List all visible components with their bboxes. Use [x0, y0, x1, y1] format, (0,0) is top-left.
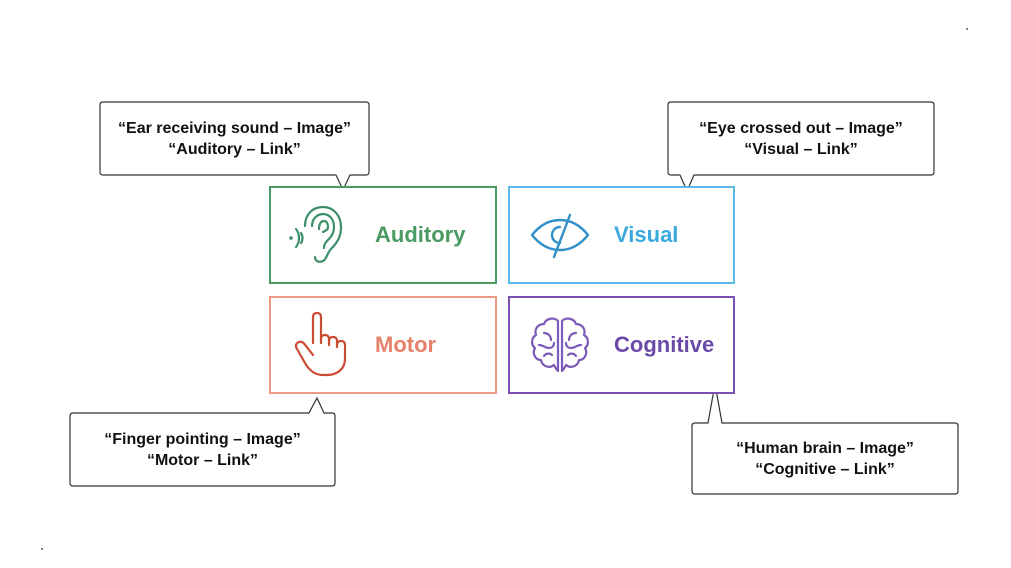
callout-visual-line1: “Eye crossed out – Image”	[699, 120, 903, 137]
eye-crossed-icon	[530, 213, 590, 259]
visual-link-label[interactable]: Visual	[614, 222, 679, 247]
stray-mark	[966, 28, 968, 30]
visual-link-card[interactable]: Visual	[508, 186, 735, 284]
ear-icon	[289, 205, 343, 263]
pointing-finger-icon	[294, 311, 347, 377]
callout-auditory-line2: “Auditory – Link”	[168, 141, 301, 158]
callout-motor: “Finger pointing – Image” “Motor – Link”	[70, 414, 335, 486]
motor-link-card[interactable]: Motor	[269, 296, 497, 394]
callout-auditory: “Ear receiving sound – Image” “Auditory …	[100, 103, 369, 175]
motor-link-label[interactable]: Motor	[375, 332, 437, 357]
callout-motor-line1: “Finger pointing – Image”	[104, 431, 301, 448]
auditory-link-card[interactable]: Auditory	[269, 186, 497, 284]
callout-cognitive-line1: “Human brain – Image”	[736, 440, 914, 457]
brain-icon	[531, 317, 589, 373]
stray-mark	[41, 548, 43, 550]
callout-cognitive: “Human brain – Image” “Cognitive – Link”	[692, 424, 958, 494]
cognitive-link-label[interactable]: Cognitive	[614, 332, 715, 357]
auditory-link-label[interactable]: Auditory	[375, 222, 466, 247]
callout-visual-line2: “Visual – Link”	[744, 141, 858, 158]
callout-motor-line2: “Motor – Link”	[146, 452, 259, 469]
callout-cognitive-line2: “Cognitive – Link”	[755, 461, 895, 478]
callout-auditory-line1: “Ear receiving sound – Image”	[118, 120, 351, 137]
cognitive-link-card[interactable]: Cognitive	[508, 296, 735, 394]
callout-visual: “Eye crossed out – Image” “Visual – Link…	[668, 103, 934, 175]
